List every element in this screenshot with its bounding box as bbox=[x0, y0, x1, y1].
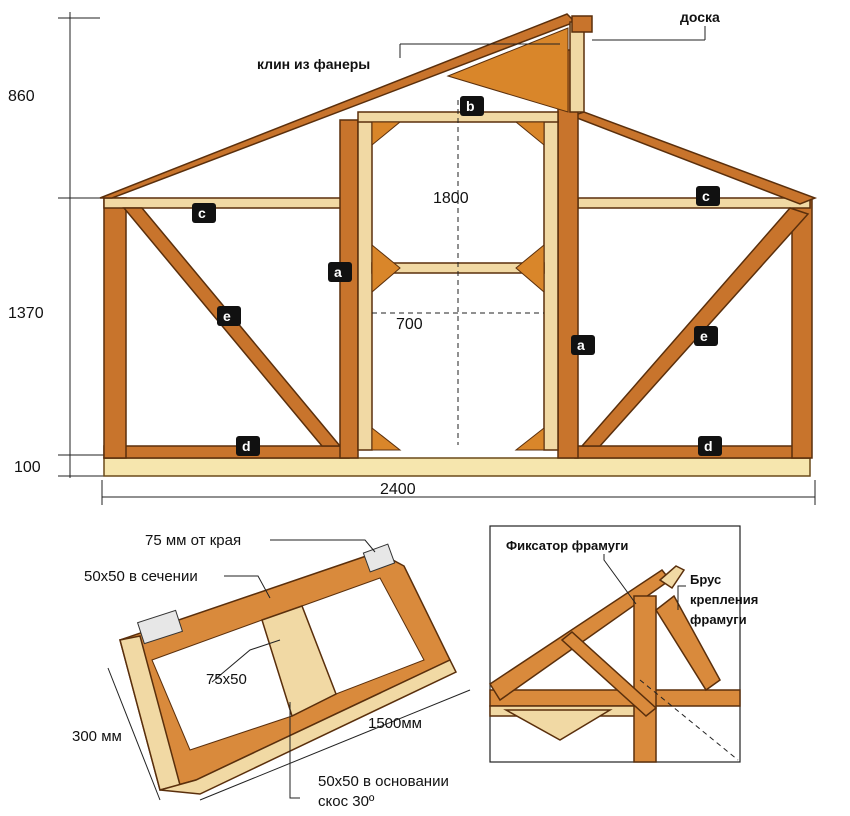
top-beam-right bbox=[577, 197, 811, 209]
door-frame-left bbox=[357, 119, 373, 451]
door-frame-right bbox=[543, 119, 559, 451]
top-beam-left bbox=[103, 197, 345, 209]
detail-gusset bbox=[503, 709, 613, 741]
detail-post bbox=[633, 595, 657, 763]
beam-label-3: фрамуги bbox=[690, 612, 747, 627]
roof-rafter-left bbox=[99, 13, 577, 199]
gusset bbox=[371, 121, 402, 147]
vent-fixer-bar bbox=[655, 594, 721, 692]
tag-c-right: c bbox=[696, 186, 720, 206]
tag-e-right: e bbox=[694, 326, 718, 346]
vent-bottom-face bbox=[159, 659, 458, 795]
beam-label-1: Брус bbox=[690, 572, 721, 587]
dim-100: 100 bbox=[14, 459, 41, 476]
svg-text:b: b bbox=[466, 98, 475, 114]
gusset bbox=[514, 426, 545, 451]
inner-bar-leader bbox=[211, 639, 281, 683]
wedge-label: клин из фанеры bbox=[257, 56, 370, 72]
detail-dashed bbox=[639, 679, 739, 761]
front-frame: 860 1370 100 2400 bbox=[8, 9, 818, 505]
fixer-leader bbox=[603, 554, 637, 605]
svg-text:e: e bbox=[700, 328, 708, 344]
board-label: доска bbox=[680, 9, 720, 25]
detail-strut bbox=[560, 631, 658, 717]
detail-border bbox=[489, 525, 741, 763]
base-label-line1: 50x50 в основании bbox=[318, 773, 449, 790]
vent-fixer-detail: Фиксатор фрамуги Брус крепления фрамуги bbox=[488, 525, 758, 763]
gusset bbox=[371, 426, 402, 451]
dim-700: 700 bbox=[396, 316, 423, 333]
edge-offset-label: 75 мм от края bbox=[145, 532, 241, 549]
inner-bar-label: 75x50 bbox=[206, 671, 247, 688]
base-leader bbox=[289, 702, 300, 799]
bottom-beam-left bbox=[103, 445, 350, 459]
door-post-left bbox=[339, 119, 359, 459]
hinge-icon bbox=[362, 543, 396, 573]
svg-text:d: d bbox=[242, 438, 251, 454]
tag-b: b bbox=[460, 96, 484, 116]
right-corner-post bbox=[791, 197, 813, 459]
tag-a-right: a bbox=[571, 335, 595, 355]
svg-text:a: a bbox=[577, 337, 585, 353]
width-label: 300 мм bbox=[72, 728, 122, 745]
svg-text:c: c bbox=[198, 205, 206, 221]
hinge-icon bbox=[136, 609, 184, 645]
bottom-beam-right bbox=[574, 445, 811, 459]
svg-text:d: d bbox=[704, 438, 713, 454]
width-dimension-line bbox=[107, 667, 161, 801]
beam-label-2: крепления bbox=[690, 592, 758, 607]
tag-a-left: a bbox=[328, 262, 352, 282]
tag-d-right: d bbox=[698, 436, 722, 456]
roof-rafter-right bbox=[569, 111, 818, 205]
svg-text:e: e bbox=[223, 308, 231, 324]
beam-leader bbox=[677, 585, 686, 610]
board-clamp bbox=[571, 15, 593, 33]
vent-window: 75 мм от края 50x50 в сечении 75x50 300 … bbox=[72, 532, 471, 810]
length-label: 1500мм bbox=[368, 715, 422, 732]
vent-leaf-top bbox=[658, 565, 686, 590]
svg-text:a: a bbox=[334, 264, 342, 280]
dim-2400: 2400 bbox=[380, 481, 416, 498]
base-plank bbox=[103, 457, 811, 477]
fixer-label: Фиксатор фрамуги bbox=[506, 538, 628, 553]
dim-1800: 1800 bbox=[433, 190, 469, 207]
base-label-line2: скос 30º bbox=[318, 793, 375, 810]
diagonal-brace-left bbox=[122, 207, 342, 447]
left-corner-post bbox=[103, 197, 127, 459]
detail-beam bbox=[489, 689, 741, 707]
dim-1370: 1370 bbox=[8, 305, 44, 322]
tag-c-left: c bbox=[192, 203, 216, 223]
ridge-board bbox=[569, 21, 585, 113]
tag-d-left: d bbox=[236, 436, 260, 456]
length-dimension-line bbox=[199, 689, 471, 801]
gusset bbox=[514, 121, 545, 147]
section-leader bbox=[224, 575, 271, 599]
plywood-wedge bbox=[446, 27, 569, 113]
section-label: 50x50 в сечении bbox=[84, 568, 198, 585]
dim-860: 860 bbox=[8, 88, 35, 105]
edge-offset-leader bbox=[270, 539, 376, 553]
vent-middle-bar bbox=[261, 605, 337, 718]
tag-e-left: e bbox=[217, 306, 241, 326]
gusset bbox=[515, 243, 545, 294]
gusset bbox=[371, 243, 401, 294]
svg-text:c: c bbox=[702, 188, 710, 204]
